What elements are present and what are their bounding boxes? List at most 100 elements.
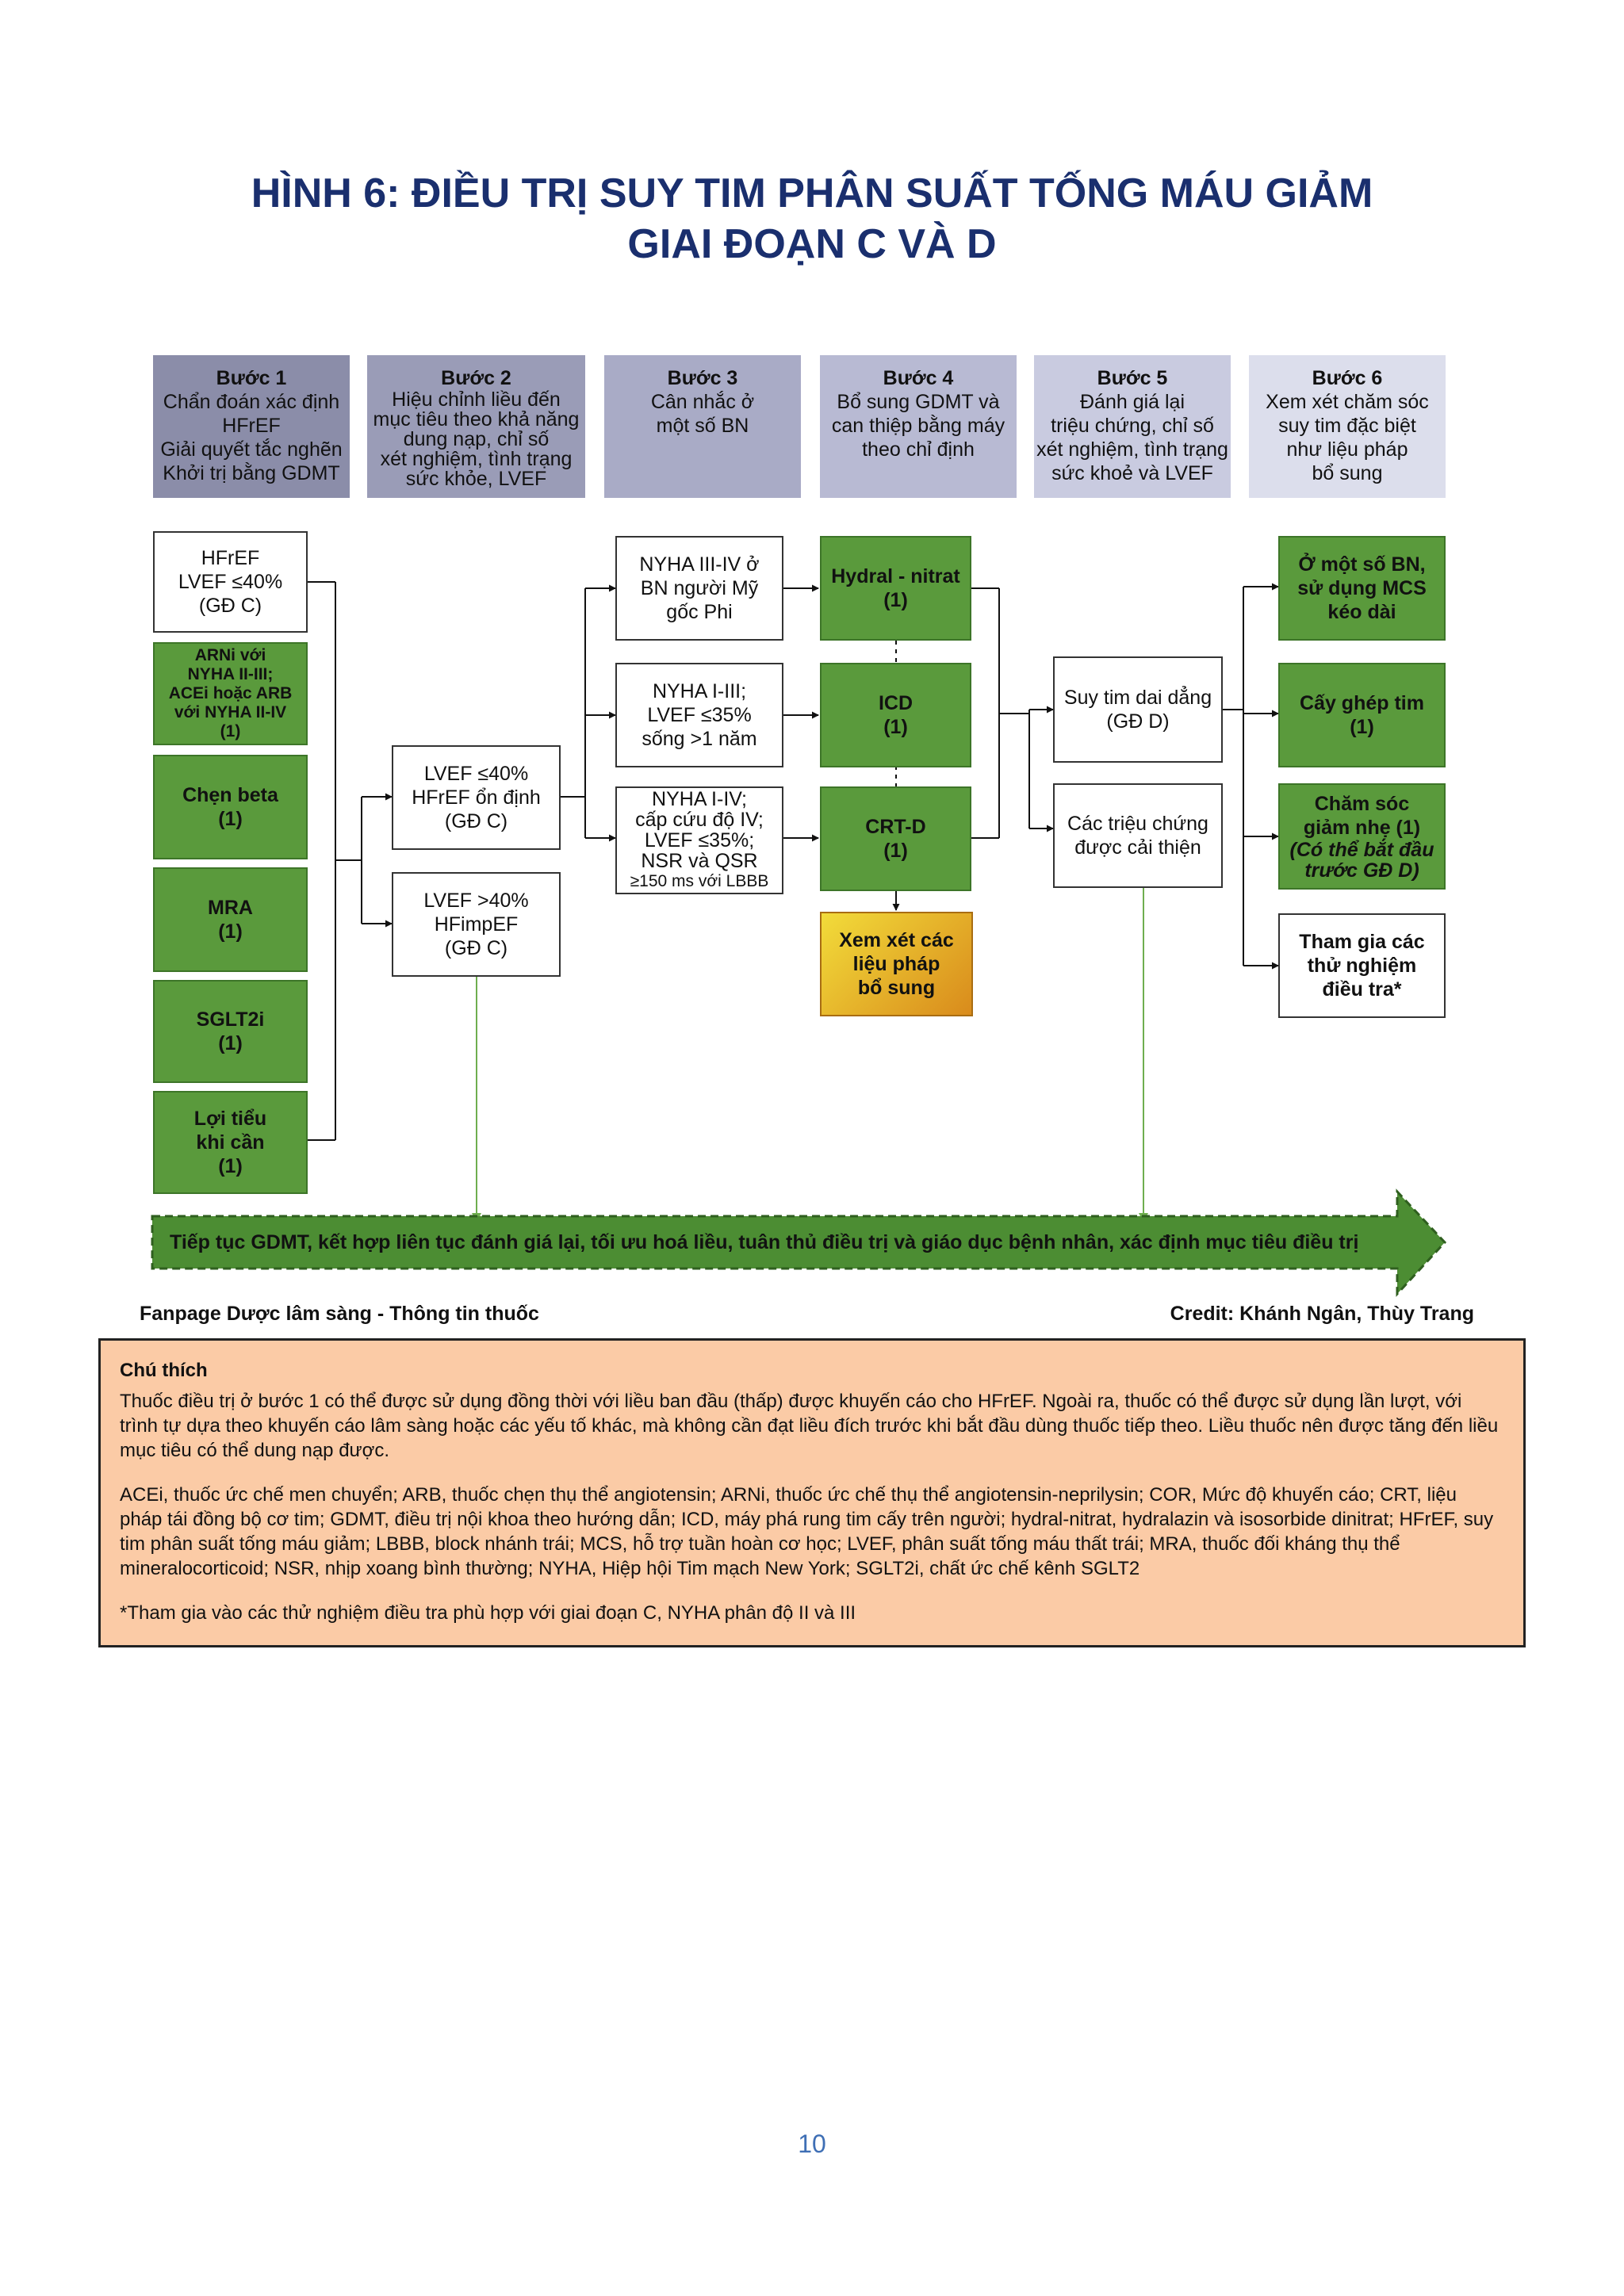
box-line: LVEF >40% <box>423 890 529 912</box>
box-heart-transplant: Cấy ghép tim (1) <box>1278 663 1446 767</box>
page-number: 10 <box>798 2130 826 2158</box>
step-1-title: Bước 1 <box>216 367 287 389</box>
box-additional-therapies: Xem xét các liệu pháp bổ sung <box>820 912 973 1016</box>
box-crt-d: CRT-D (1) <box>820 786 971 891</box>
step-3-header: Bước 3 Cân nhắc ở một số BN <box>604 355 801 498</box>
step-1-line: Giải quyết tắc nghẽn <box>160 438 343 461</box>
box-nyha-african-american: NYHA III-IV ở BN người Mỹ gốc Phi <box>615 536 783 641</box>
notes-paragraph-2: ACEi, thuốc ức chế men chuyển; ARB, thuố… <box>120 1484 1494 1579</box>
box-line: (GĐ C) <box>198 595 262 617</box>
footer-credit: Credit: Khánh Ngân, Thùy Trang <box>1170 1303 1474 1325</box>
box-line: sống >1 năm <box>642 728 757 750</box>
box-line: điều tra* <box>1322 978 1402 1001</box>
box-line: CRT-D <box>865 816 926 838</box>
notes-box: Chú thích Thuốc điều trị ở bước 1 có thể… <box>98 1338 1526 1647</box>
step-5-line: Đánh giá lại <box>1079 391 1185 413</box>
step-4-title: Bước 4 <box>883 367 954 389</box>
box-long-term-mcs: Ở một số BN, sử dụng MCS kéo dài <box>1278 536 1446 641</box>
box-line: cấp cứu độ IV; <box>635 809 764 831</box>
step-5-line: sức khoẻ và LVEF <box>1051 462 1213 484</box>
step-2-line: xét nghiệm, tình trạng <box>380 448 573 470</box>
box-line: giảm nhẹ (1) <box>1303 817 1421 839</box>
box-line: (Có thể bắt đầu <box>1289 839 1434 861</box>
box-line: khi cần <box>196 1131 265 1154</box>
box-investigational-trials: Tham gia các thử nghiệm điều tra* <box>1278 913 1446 1018</box>
box-nyha-i-iii-icd: NYHA I-III; LVEF ≤35% sống >1 năm <box>615 663 783 767</box>
box-line: được cải thiện <box>1074 836 1201 859</box>
box-line: Ở một số BN, <box>1298 553 1426 576</box>
step-2-line: Hiệu chỉnh liều đến <box>392 388 561 411</box>
box-line: (1) <box>220 722 241 740</box>
step-4-header: Bước 4 Bổ sung GDMT và can thiệp bằng má… <box>820 355 1017 498</box>
box-line: NYHA II-III; <box>187 665 274 683</box>
box-line: Hydral - nitrat <box>831 565 960 587</box>
box-line: Tham gia các <box>1299 931 1425 953</box>
box-line: bổ sung <box>857 977 936 999</box>
box-line: Xem xét các <box>839 929 954 951</box>
step-2-line: dung nạp, chỉ số <box>403 428 550 450</box>
step-6-line: suy tim đặc biệt <box>1278 415 1416 437</box>
box-mra: MRA (1) <box>153 867 308 972</box>
box-sglt2i: SGLT2i (1) <box>153 980 308 1083</box>
box-icd: ICD (1) <box>820 663 971 767</box>
box-line: LVEF ≤40% <box>423 763 529 785</box>
step-1-line: Khởi trị bằng GDMT <box>163 462 340 484</box>
box-line: Suy tim dai dẳng <box>1063 687 1212 709</box>
box-line: LVEF ≤35% <box>647 704 752 726</box>
box-line: NYHA III-IV ở <box>639 553 760 576</box>
box-arni-acei-arb: ARNi với NYHA II-III; ACEi hoặc ARB với … <box>153 642 308 745</box>
step-1-line: Chẩn đoán xác định <box>163 391 340 413</box>
box-symptoms-improved: Các triệu chứng được cải thiện <box>1053 783 1223 888</box>
step-3-title: Bước 3 <box>667 367 738 389</box>
box-hfimpef: LVEF >40% HFimpEF (GĐ C) <box>392 872 561 977</box>
step-2-header: Bước 2 Hiệu chỉnh liều đến mục tiêu theo… <box>367 355 585 498</box>
box-line: (GĐ C) <box>444 937 508 959</box>
step-6-line: bổ sung <box>1312 462 1383 484</box>
box-beta-blocker: Chẹn beta (1) <box>153 755 308 859</box>
title-line-2: GIAI ĐOẠN C VÀ D <box>627 221 997 267</box>
step-6-header: Bước 6 Xem xét chăm sóc suy tim đặc biệt… <box>1249 355 1446 498</box>
box-line: LVEF ≤40% <box>178 571 283 593</box>
step-5-title: Bước 5 <box>1097 367 1168 389</box>
step-6-title: Bước 6 <box>1312 367 1383 389</box>
box-line: (GĐ D) <box>1106 710 1170 733</box>
box-line: SGLT2i <box>196 1008 265 1031</box>
box-line: Cấy ghép tim <box>1300 692 1424 714</box>
box-line: thử nghiệm <box>1307 955 1417 977</box>
step-6-line: như liệu pháp <box>1286 438 1408 461</box>
box-nyha-i-iv-crt: NYHA I-IV; cấp cứu độ IV; LVEF ≤35%; NSR… <box>615 786 783 894</box>
box-line: gốc Phi <box>666 601 733 623</box>
box-line: ACEi hoặc ARB <box>168 684 293 702</box>
box-line: (1) <box>218 920 243 943</box>
box-line: (1) <box>218 1155 243 1177</box>
title-line-1: HÌNH 6: ĐIỀU TRỊ SUY TIM PHÂN SUẤT TỐNG … <box>251 170 1373 216</box>
step-4-line: can thiệp bằng máy <box>831 415 1005 437</box>
step-4-line: Bổ sung GDMT và <box>837 391 1000 413</box>
step-5-line: triệu chứng, chỉ số <box>1051 415 1214 437</box>
box-line: (1) <box>883 716 908 738</box>
notes-heading: Chú thích <box>120 1360 208 1381</box>
box-line: Các triệu chứng <box>1067 813 1208 835</box>
box-line: ≥150 ms với LBBB <box>630 872 769 890</box>
box-line: (1) <box>218 808 243 830</box>
box-hfref-stage-c: HFrEF LVEF ≤40% (GĐ C) <box>153 531 308 633</box>
box-line: (1) <box>1350 716 1374 738</box>
gdmt-banner-text: Tiếp tục GDMT, kết hợp liên tục đánh giá… <box>170 1231 1359 1253</box>
box-line: HFrEF <box>201 547 260 569</box>
box-line: kéo dài <box>1327 601 1396 623</box>
banner-arrow-shape <box>151 1188 1447 1297</box>
box-stable-hfref: LVEF ≤40% HFrEF ổn định (GĐ C) <box>392 745 561 850</box>
box-line: ICD <box>878 692 914 714</box>
box-hydral-nitrate: Hydral - nitrat (1) <box>820 536 971 641</box>
box-line: LVEF ≤35%; <box>644 829 755 851</box>
step-1-header: Bước 1 Chẩn đoán xác định HFrEF Giải quy… <box>153 355 350 498</box>
step-5-line: xét nghiệm, tình trạng <box>1036 438 1228 461</box>
box-line: (1) <box>218 1032 243 1054</box>
step-2-title: Bước 2 <box>441 367 511 389</box>
box-line: (1) <box>883 589 908 611</box>
box-line: trước GĐ D) <box>1304 859 1419 882</box>
notes-paragraph-1: Thuốc điều trị ở bước 1 có thể được sử d… <box>120 1391 1499 1461</box>
step-4-line: theo chỉ định <box>862 438 975 461</box>
box-line: liệu pháp <box>852 953 940 975</box>
